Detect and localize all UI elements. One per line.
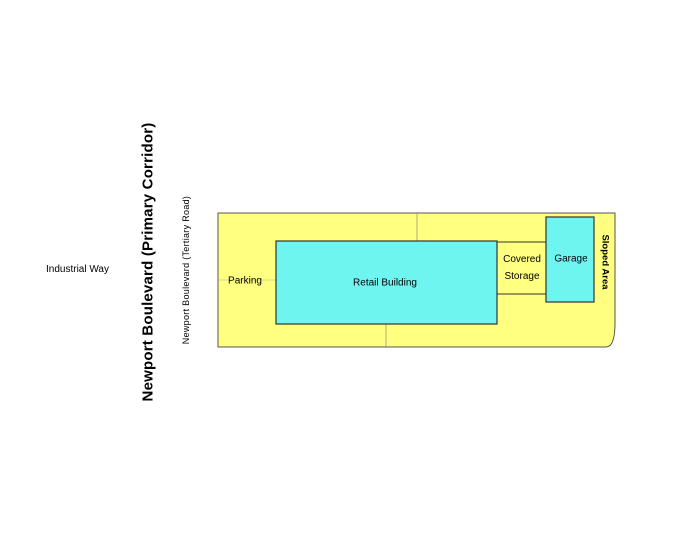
industrial-way-label: Industrial Way: [46, 264, 109, 275]
covered-label-line1: Covered: [503, 254, 541, 265]
garage-label: Garage: [554, 253, 588, 265]
covered-storage-label: Covered Storage: [503, 251, 541, 285]
tertiary-road-label: Newport Boulevard (Tertiary Road): [181, 195, 191, 345]
parking-label: Parking: [228, 275, 262, 287]
retail-building: [275, 240, 498, 325]
garage: [545, 216, 595, 303]
sloped-area-label: Sloped Area: [599, 234, 611, 290]
covered-storage: [496, 241, 547, 295]
covered-label-line2: Storage: [504, 271, 540, 282]
primary-road-label: Newport Boulevard (Primary Corridor): [139, 122, 157, 402]
retail-building-label: Retail Building: [353, 277, 417, 289]
